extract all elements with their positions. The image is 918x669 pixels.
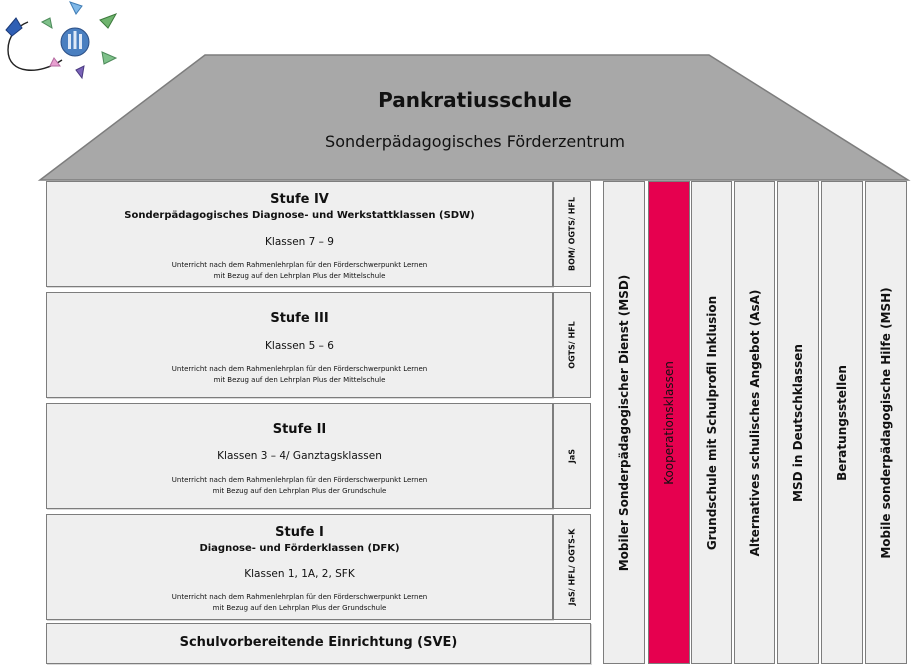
level-3-box: Stufe III Klassen 5 – 6 Unterricht nach … — [46, 292, 553, 398]
level-note-1: Unterricht nach dem Rahmenlehrplan für d… — [171, 593, 428, 601]
level-note-2: mit Bezug auf den Lehrplan Plus der Grun… — [212, 487, 387, 495]
level-4-box: Stufe IV Sonderpädagogisches Diagnose- u… — [46, 181, 553, 287]
level-side-label: OGTS/ HFL — [567, 321, 577, 369]
roof — [37, 54, 911, 181]
column-label: Mobiler Sonderpädagogischer Dienst (MSD) — [617, 274, 631, 571]
school-name: Pankratiusschule — [378, 88, 572, 112]
level-classes: Klassen 3 – 4/ Ganztagsklassen — [217, 450, 382, 462]
level-3-side-box: OGTS/ HFL — [553, 292, 591, 398]
level-1-side-box: JaS/ HFL/ OGTS-K — [553, 514, 591, 620]
column-label: Alternatives schulisches Angebot (AsA) — [747, 289, 762, 556]
foundation-box: Schulvorbereitende Einrichtung (SVE) — [46, 623, 591, 664]
school-logo — [0, 0, 130, 90]
level-subtitle: Diagnose- und Förderklassen (DFK) — [199, 543, 400, 554]
level-classes: Klassen 1, 1A, 2, SFK — [244, 568, 355, 580]
level-2-side-box: JaS — [553, 403, 591, 509]
column-msd: Mobiler Sonderpädagogischer Dienst (MSD) — [603, 181, 645, 664]
column-msd-deutschklassen: MSD in Deutschklassen — [777, 181, 819, 664]
column-kooperationsklassen: Kooperationsklassen — [648, 181, 690, 664]
level-note-2: mit Bezug auf den Lehrplan Plus der Mitt… — [213, 376, 386, 384]
school-logo-icon — [5, 1, 118, 80]
level-side-label: BOM/ OGTS/ HFL — [567, 197, 577, 271]
level-title: Stufe III — [270, 311, 329, 326]
level-title: Stufe IV — [270, 192, 329, 207]
column-beratungsstellen: Beratungsstellen — [821, 181, 863, 664]
level-side-label: JaS — [567, 448, 577, 464]
level-title: Stufe II — [272, 422, 327, 437]
level-note-1: Unterricht nach dem Rahmenlehrplan für d… — [171, 261, 428, 269]
level-subtitle: Sonderpädagogisches Diagnose- und Werkst… — [124, 210, 475, 221]
column-label: Grundschule mit Schulprofil Inklusion — [704, 295, 719, 550]
column-asa: Alternatives schulisches Angebot (AsA) — [734, 181, 775, 664]
column-label: Mobile sonderpädagogische Hilfe (MSH) — [879, 286, 893, 559]
column-label: Kooperationsklassen — [662, 360, 676, 485]
level-note-2: mit Bezug auf den Lehrplan Plus der Grun… — [212, 604, 387, 612]
level-note-1: Unterricht nach dem Rahmenlehrplan für d… — [171, 365, 428, 373]
level-note-2: mit Bezug auf den Lehrplan Plus der Mitt… — [213, 272, 386, 280]
level-1-box: Stufe I Diagnose- und Förderklassen (DFK… — [46, 514, 553, 620]
school-subtitle: Sonderpädagogisches Förderzentrum — [325, 132, 625, 151]
foundation-label: Schulvorbereitende Einrichtung (SVE) — [179, 635, 458, 650]
level-note-1: Unterricht nach dem Rahmenlehrplan für d… — [171, 476, 428, 484]
level-2-box: Stufe II Klassen 3 – 4/ Ganztagsklassen … — [46, 403, 553, 509]
level-classes: Klassen 7 – 9 — [265, 236, 334, 248]
level-side-label: JaS/ HFL/ OGTS-K — [567, 528, 577, 606]
level-title: Stufe I — [275, 525, 324, 540]
column-label: MSD in Deutschklassen — [791, 343, 805, 502]
column-grundschule-inklusion: Grundschule mit Schulprofil Inklusion — [691, 181, 732, 664]
level-classes: Klassen 5 – 6 — [265, 340, 334, 352]
column-label: Beratungsstellen — [835, 364, 849, 481]
level-4-side-box: BOM/ OGTS/ HFL — [553, 181, 591, 287]
column-msh: Mobile sonderpädagogische Hilfe (MSH) — [865, 181, 907, 664]
